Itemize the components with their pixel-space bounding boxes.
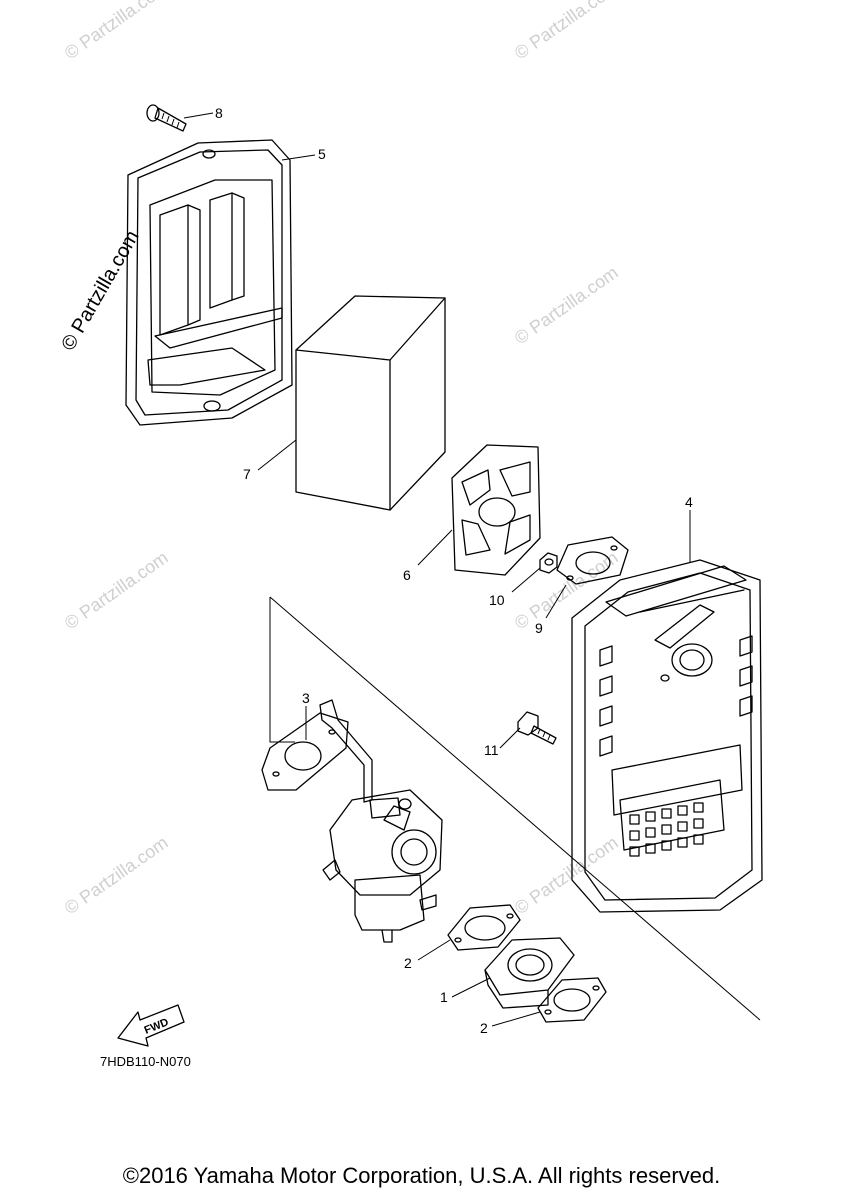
- watermark: © Partzilla.com: [61, 0, 172, 63]
- diagram-code: 7HDB110-N070: [100, 1054, 191, 1069]
- carburetor-assembly: [319, 699, 443, 943]
- watermark: © Partzilla.com: [511, 262, 622, 348]
- nut-part-10: [539, 552, 558, 574]
- case-vent-grid: [629, 802, 704, 857]
- callout-1: 1: [440, 989, 448, 1005]
- callout-labels: 8 5 7 6 4 10 9 3 11 2 1 2: [215, 105, 693, 1036]
- callout-10: 10: [489, 592, 505, 608]
- watermark-dark: © Partzilla.com: [57, 227, 143, 355]
- watermark: © Partzilla.com: [511, 832, 622, 918]
- callout-5: 5: [318, 146, 326, 162]
- insulator-part-1: [484, 937, 575, 1009]
- fwd-arrow-icon: FWD: [117, 1004, 185, 1047]
- callout-3: 3: [302, 690, 310, 706]
- callout-8: 8: [215, 105, 223, 121]
- callout-7: 7: [243, 466, 251, 482]
- watermark: © Partzilla.com: [511, 0, 622, 63]
- gasket-part-6: [451, 444, 541, 576]
- screw-part-8: [146, 104, 187, 132]
- bolt-part-11: [517, 711, 557, 745]
- gasket-part-2-upper: [447, 904, 521, 951]
- watermark: © Partzilla.com: [61, 547, 172, 633]
- callout-11: 11: [484, 742, 499, 758]
- callout-2-upper: 2: [404, 955, 412, 971]
- gasket-part-9: [556, 536, 629, 585]
- watermark-layer: © Partzilla.com © Partzilla.com © Partzi…: [57, 0, 621, 918]
- gasket-part-3: [261, 712, 349, 791]
- callout-4: 4: [685, 494, 693, 510]
- air-cleaner-cover-part-5: [125, 139, 293, 426]
- air-cleaner-case-part-4: [571, 559, 763, 913]
- watermark: © Partzilla.com: [511, 547, 622, 633]
- assembly-frame: [269, 596, 761, 1021]
- gasket-part-2-lower: [537, 977, 607, 1023]
- callout-9: 9: [535, 620, 543, 636]
- callout-2-lower: 2: [480, 1020, 488, 1036]
- watermark: © Partzilla.com: [61, 832, 172, 918]
- filter-element-part-7: [295, 295, 446, 511]
- callout-6: 6: [403, 567, 411, 583]
- leader-lines: [183, 112, 691, 1027]
- copyright-notice: ©2016 Yamaha Motor Corporation, U.S.A. A…: [122, 1163, 721, 1188]
